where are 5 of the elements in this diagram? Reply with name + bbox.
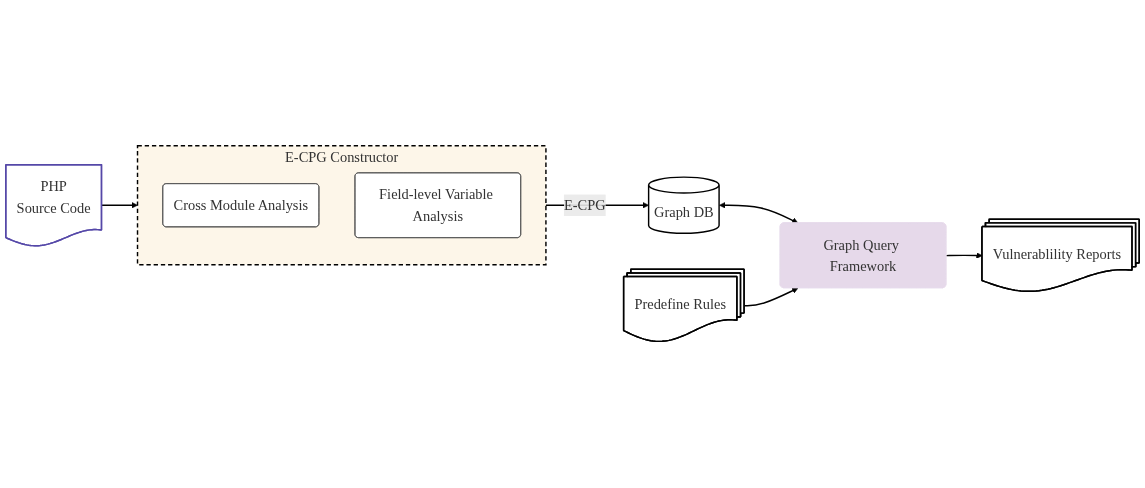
arrow: [100, 202, 138, 209]
arrow: [719, 202, 799, 224]
edge-label: E-CPG: [563, 197, 606, 214]
arrow: [743, 288, 799, 307]
arrow: [945, 252, 983, 260]
